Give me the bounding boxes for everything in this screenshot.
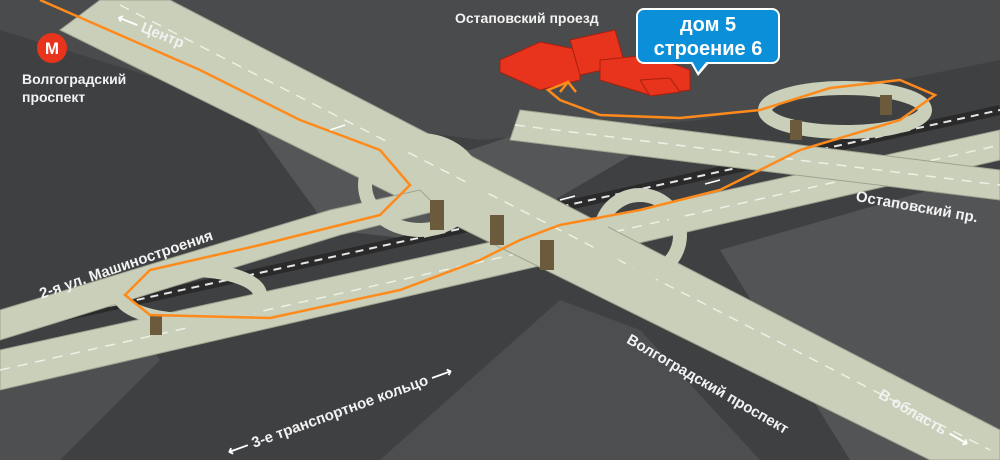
route-line bbox=[39, 0, 938, 320]
destination-callout: дом 5 строение 6 bbox=[636, 8, 780, 64]
pillar bbox=[790, 120, 802, 140]
ground-block-bottom bbox=[380, 300, 760, 460]
pillar bbox=[490, 215, 504, 245]
route-arrow bbox=[559, 79, 577, 93]
destination-line1: дом 5 bbox=[679, 14, 737, 36]
callout-pointer-inner bbox=[692, 61, 707, 72]
building-part bbox=[499, 41, 581, 91]
ramp-loop-right bbox=[758, 81, 932, 139]
road-ttk-lane bbox=[0, 144, 1000, 371]
metro-m-icon bbox=[37, 33, 67, 63]
road-arrow bbox=[329, 124, 346, 131]
ramp-loop-center bbox=[358, 133, 482, 237]
ground-block-right bbox=[720, 170, 1000, 460]
building bbox=[499, 29, 691, 97]
road-volgogradsky bbox=[59, 0, 1000, 460]
pillar bbox=[430, 200, 444, 230]
pillar bbox=[150, 315, 162, 335]
pillar bbox=[540, 240, 554, 270]
metro-station-line1: Волгоградский bbox=[22, 71, 127, 87]
ramp-loop-south bbox=[593, 188, 687, 282]
pillar bbox=[880, 95, 892, 115]
road-arrow bbox=[559, 195, 576, 201]
metro-station-line2: проспект bbox=[22, 89, 86, 105]
metro-m-letter: M bbox=[45, 39, 59, 58]
building-part bbox=[639, 77, 681, 97]
road-ostapovsky-lane bbox=[514, 124, 1000, 186]
road-arrow bbox=[704, 179, 721, 185]
ramp-loop-left bbox=[113, 263, 267, 327]
metro-station-label: Волгоградский проспект bbox=[22, 70, 126, 106]
destination-line2: строение 6 bbox=[653, 38, 763, 60]
building-street-label: Остаповский проезд bbox=[455, 10, 599, 26]
